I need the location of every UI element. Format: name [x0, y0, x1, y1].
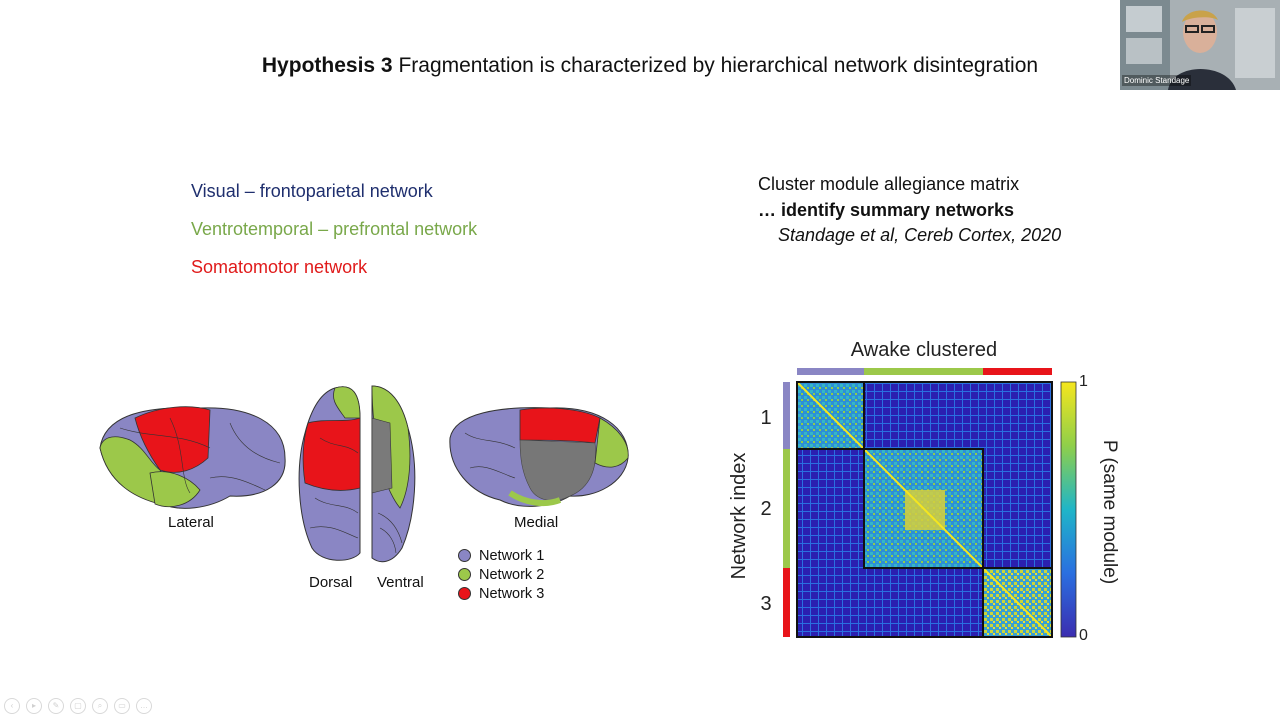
view-label-medial: Medial — [514, 514, 559, 531]
row-label-3: 3 — [760, 593, 771, 615]
top-bar-network-2 — [864, 368, 983, 375]
brain-ventral-view — [371, 385, 416, 563]
brain-medial-view — [449, 407, 629, 507]
matrix-ylabel: Network index — [728, 453, 750, 580]
slide-title-bold: Hypothesis 3 — [261, 54, 393, 77]
reference-block: Cluster module allegiance matrix … ident… — [758, 172, 1061, 249]
row-label-1: 1 — [760, 407, 771, 429]
row-label-2: 2 — [760, 498, 771, 520]
left-bar-network-1 — [783, 382, 790, 449]
slide-title: Hypothesis 3 Fragmentation is characteri… — [0, 54, 1280, 78]
legend-swatch-network-1 — [458, 549, 471, 562]
screen-icon[interactable]: ▭ — [114, 698, 130, 714]
copy-icon[interactable]: ▢ — [70, 698, 86, 714]
allegiance-matrix-figure: Awake clustered 1 2 3 Network index 1 0 … — [728, 339, 1120, 644]
brain-figure — [99, 385, 629, 563]
brain-legend: Network 1 Network 2 Network 3 — [458, 546, 544, 603]
prev-icon[interactable]: ‹ — [4, 698, 20, 714]
brain-lateral-view — [99, 406, 286, 509]
legend-swatch-network-2 — [458, 568, 471, 581]
participant-name: Dominic Standage — [1122, 75, 1192, 86]
play-icon[interactable]: ▸ — [26, 698, 42, 714]
top-bar-network-1 — [797, 368, 864, 375]
colorbar-label: P (same module) — [1099, 440, 1120, 584]
reference-line-1: Cluster module allegiance matrix — [758, 174, 1020, 194]
network-label-ventrotemporal: Ventrotemporal – prefrontal network — [191, 219, 478, 239]
colorbar-max-label: 1 — [1079, 373, 1088, 390]
matrix-title: Awake clustered — [851, 339, 997, 361]
legend-label-network-3: Network 3 — [479, 585, 545, 602]
network-label-somatomotor: Somatomotor network — [191, 257, 368, 277]
reference-citation: Standage et al, Cereb Cortex, 2020 — [778, 225, 1062, 245]
legend-item-network-3: Network 3 — [458, 584, 544, 603]
participant-video-tile[interactable]: Dominic Standage — [1120, 0, 1280, 90]
more-icon[interactable]: … — [136, 698, 152, 714]
legend-swatch-network-3 — [458, 587, 471, 600]
pen-icon[interactable]: ✎ — [48, 698, 64, 714]
view-label-lateral: Lateral — [168, 514, 214, 531]
colorbar-min-label: 0 — [1079, 627, 1088, 644]
slide-title-rest: Fragmentation is characterized by hierar… — [392, 54, 1039, 77]
left-bar-network-3 — [783, 568, 790, 637]
brain-dorsal-view — [298, 386, 361, 561]
view-label-ventral: Ventral — [377, 574, 424, 591]
left-bar-network-2 — [783, 449, 790, 568]
legend-label-network-2: Network 2 — [479, 566, 545, 583]
network-label-visual: Visual – frontoparietal network — [191, 181, 433, 201]
reference-line-2: … identify summary networks — [758, 199, 1015, 220]
top-bar-network-3 — [983, 368, 1052, 375]
participant-video-image — [1120, 0, 1280, 90]
colorbar — [1060, 381, 1077, 638]
legend-item-network-2: Network 2 — [458, 565, 544, 584]
legend-label-network-1: Network 1 — [479, 547, 545, 564]
view-label-dorsal: Dorsal — [309, 574, 353, 591]
slide-controls: ‹ ▸ ✎ ▢ ⌕ ▭ … — [4, 698, 152, 714]
matrix-heatmap — [796, 381, 1053, 638]
legend-item-network-1: Network 1 — [458, 546, 544, 565]
zoom-icon[interactable]: ⌕ — [92, 698, 108, 714]
